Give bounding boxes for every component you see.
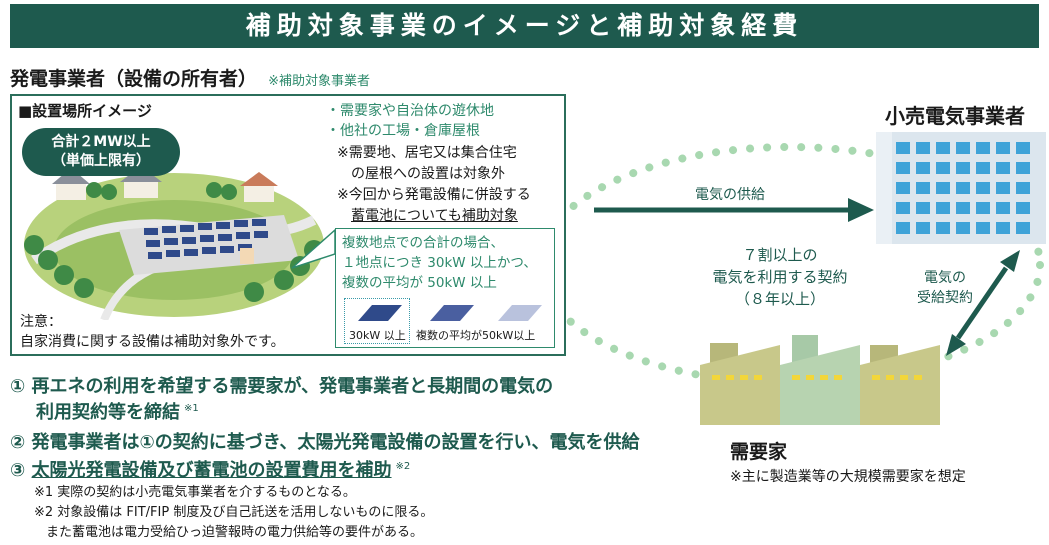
capacity-badge: 合計２MW以上 （単価上限有） xyxy=(22,128,180,176)
step-num: ① xyxy=(10,376,26,397)
bullet-item: ・需要家や自治体の遊休地 xyxy=(326,103,494,119)
caution: 注意： 自家消費に関する設備は補助対象外です。 xyxy=(20,312,285,352)
panel-label-1: 30kW 以上 xyxy=(349,329,406,342)
site-bullets: ・需要家や自治体の遊休地 ・他社の工場・倉庫屋根 xyxy=(326,101,494,141)
caution-text: 自家消費に関する設備は補助対象外です。 xyxy=(20,334,285,350)
multi-line: 複数の平均が 50kW 以上 xyxy=(342,275,497,291)
site-remarks: ※需要地、居宅又は集合住宅 の屋根への設置は対象外 ※今回から発電設備に併設する… xyxy=(337,143,531,227)
multi-site-text: 複数地点での合計の場合、 １地点につき 30kW 以上かつ、 複数の平均が 50… xyxy=(342,233,537,293)
owner-title-row: 発電事業者（設備の所有者） ※補助対象事業者 xyxy=(10,64,370,91)
receive-label: 電気の 受給契約 xyxy=(905,268,985,308)
multi-line: 複数地点での合計の場合、 xyxy=(342,235,504,251)
owner-title: 発電事業者（設備の所有者） xyxy=(10,68,258,90)
supply-label: 電気の供給 xyxy=(695,187,765,203)
step-text: 太陽光発電設備及び蓄電池の設置費用を補助 xyxy=(31,460,392,481)
footnote: また蓄電池は電力受給ひっ迫警報時の電力供給等の要件がある。 xyxy=(46,525,424,540)
footnote: ※2 対象設備は FIT/FIP 制度及び自己託送を活用しないものに限る。 xyxy=(34,505,434,520)
step-1: ① 再エネの利用を希望する需要家が、発電事業者と長期間の電気の 利用契約等を締結… xyxy=(10,376,553,424)
office-building xyxy=(876,132,1046,244)
step-text: 発電事業者は①の契約に基づき、太陽光発電設備の設置を行い、電気を供給 xyxy=(31,432,640,453)
bullet-item: ・他社の工場・倉庫屋根 xyxy=(326,123,480,139)
customer-note: ※主に製造業等の大規模需要家を想定 xyxy=(730,469,966,485)
owner-note: ※補助対象事業者 xyxy=(268,74,371,89)
remark-line: 蓄電池についても補助対象 xyxy=(351,208,518,224)
step-num: ② xyxy=(10,432,26,453)
footnote: ※1 実際の契約は小売電気事業者を介するものとなる。 xyxy=(34,485,356,500)
step-text: 利用契約等を締結 xyxy=(36,402,180,423)
step-3: ③ 太陽光発電設備及び蓄電池の設置費用を補助※2 xyxy=(10,456,410,482)
site-heading: ■設置場所イメージ xyxy=(18,102,152,120)
multi-site-box xyxy=(335,228,555,348)
step-2: ② 発電事業者は①の契約に基づき、太陽光発電設備の設置を行い、電気を供給 xyxy=(10,428,640,454)
badge-line-1: 合計２MW以上 xyxy=(51,134,151,150)
step-sup: ※1 xyxy=(184,403,199,414)
customer-title: 需要家 xyxy=(730,441,788,463)
remark-line: ※需要地、居宅又は集合住宅 xyxy=(337,145,517,161)
factory-illustration xyxy=(700,335,940,425)
step-sup: ※2 xyxy=(395,461,411,472)
receive-line: 電気の xyxy=(924,270,966,286)
receive-line: 受給契約 xyxy=(917,290,973,306)
badge-line-2: （単価上限有） xyxy=(52,153,150,169)
footnotes: ※1 実際の契約は小売電気事業者を介するものとなる。 ※2 対象設備は FIT/… xyxy=(34,483,433,543)
step-text: 再エネの利用を希望する需要家が、発電事業者と長期間の電気の xyxy=(31,376,554,397)
header-banner: 補助対象事業のイメージと補助対象経費 xyxy=(10,4,1039,48)
contract-line: （８年以上） xyxy=(734,290,825,308)
step-num: ③ xyxy=(10,460,26,481)
panel-box-1 xyxy=(344,298,410,344)
remark-line: ※今回から発電設備に併設する xyxy=(337,187,531,203)
remark-line: の屋根への設置は対象外 xyxy=(351,166,505,182)
solar-site-illustration xyxy=(24,166,324,320)
contract-label: ７割以上の 電気を利用する契約 （８年以上） xyxy=(690,244,870,310)
panel-label-2: 複数の平均が50kW以上 xyxy=(416,329,536,342)
contract-line: 電気を利用する契約 xyxy=(712,268,848,286)
retailer-title: 小売電気事業者 xyxy=(885,104,1025,128)
caution-label: 注意： xyxy=(20,314,62,330)
callout-pointer xyxy=(291,228,336,269)
multi-line: １地点につき 30kW 以上かつ、 xyxy=(342,255,537,271)
contract-line: ７割以上の xyxy=(742,246,818,264)
panel-icons xyxy=(358,305,542,321)
